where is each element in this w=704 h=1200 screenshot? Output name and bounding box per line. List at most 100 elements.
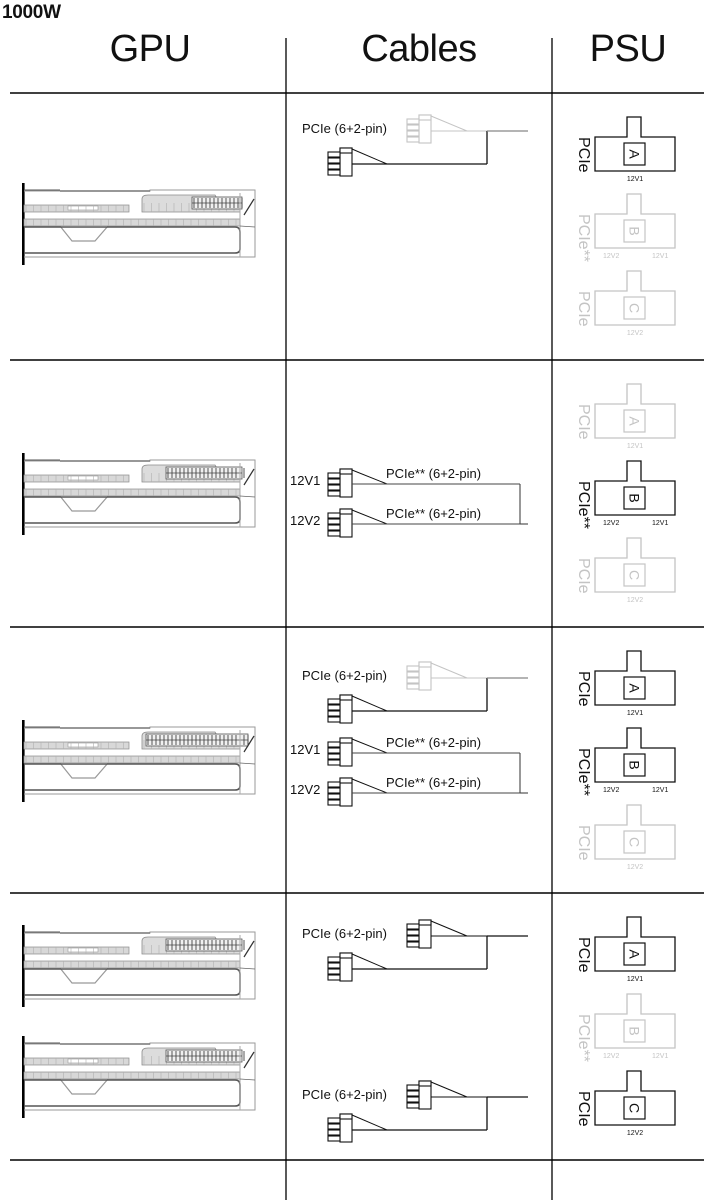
psu-connector-c: C PCIe 12V2 bbox=[575, 537, 676, 604]
split-pcie-cable: PCIe (6+2-pin) bbox=[302, 1080, 528, 1143]
psu-socket-id-box bbox=[623, 1019, 646, 1043]
psu-rail-label: 12V1 bbox=[652, 253, 668, 260]
rail-label: 12V2 bbox=[290, 513, 320, 528]
psu-connector-a: A PCIe 12V1 bbox=[575, 383, 676, 450]
psu-connector-c: C PCIe 12V2 bbox=[575, 1070, 676, 1137]
gpu-bracket bbox=[22, 183, 25, 265]
psu-connector-c: C PCIe 12V2 bbox=[575, 804, 676, 871]
psu-rail-label: 12V1 bbox=[627, 976, 643, 983]
psu-socket-letter: A bbox=[627, 949, 643, 959]
psu-rail-label: 12V1 bbox=[627, 176, 643, 183]
psu-socket-type-label: PCIe bbox=[575, 404, 592, 440]
psu-socket-type-label: PCIe bbox=[575, 825, 592, 861]
psu-socket-id-box bbox=[623, 942, 646, 966]
config-row-4: PCIe (6+2-pin)PCIe (6+2-pin)APCIe12V1BPC… bbox=[22, 916, 676, 1143]
psu-socket-letter: C bbox=[627, 837, 643, 847]
psu-socket-letter: C bbox=[627, 570, 643, 580]
split-pcie-cable: PCIe (6+2-pin) bbox=[302, 114, 528, 177]
psu-socket-letter: A bbox=[627, 149, 643, 159]
cable-label: PCIe** (6+2-pin) bbox=[386, 735, 481, 750]
gpu-bracket bbox=[22, 720, 25, 802]
psu-rail-label: 12V2 bbox=[603, 1053, 619, 1060]
gpu-card-icon bbox=[22, 453, 256, 535]
gpu-card-icon bbox=[22, 183, 256, 265]
pcie-plug-icon bbox=[327, 1113, 353, 1143]
psu-socket-id-box bbox=[623, 409, 646, 433]
psu-socket-id-box bbox=[623, 1096, 646, 1120]
column-header-gpu: GPU bbox=[109, 28, 191, 70]
psu-socket-id-box bbox=[623, 563, 646, 587]
pcie-plug-icon bbox=[406, 1080, 432, 1110]
cable-label: PCIe (6+2-pin) bbox=[302, 1087, 387, 1102]
psu-rail-label: 12V2 bbox=[627, 864, 643, 871]
column-header-psu: PSU bbox=[589, 28, 667, 70]
psu-socket-type-label: PCIe bbox=[575, 558, 592, 594]
psu-rail-label: 12V1 bbox=[652, 1053, 668, 1060]
psu-socket-type-label: PCIe bbox=[575, 937, 592, 973]
gpu-card-icon bbox=[22, 720, 256, 802]
gpu-bracket bbox=[22, 925, 25, 1007]
pcie-plug-icon bbox=[406, 114, 432, 144]
cable-label: PCIe** (6+2-pin) bbox=[386, 466, 481, 481]
psu-socket-letter: B bbox=[627, 493, 643, 502]
psu-socket-type-label: PCIe** bbox=[575, 748, 592, 796]
pcie-plug-icon bbox=[327, 952, 353, 982]
psu-rail-label: 12V2 bbox=[603, 520, 619, 527]
psu-socket-letter: C bbox=[627, 303, 643, 313]
psu-rail-label: 12V1 bbox=[627, 443, 643, 450]
rail-label: 12V2 bbox=[290, 782, 320, 797]
psu-connector-b: B PCIe** 12V2 12V1 bbox=[575, 193, 676, 262]
psu-socket-letter: B bbox=[627, 226, 643, 235]
psu-socket-id-box bbox=[623, 830, 646, 854]
pcie-plug-icon bbox=[327, 777, 353, 807]
psu-socket-type-label: PCIe bbox=[575, 291, 592, 327]
cable-label: PCIe** (6+2-pin) bbox=[386, 775, 481, 790]
psu-socket-id-box bbox=[623, 753, 646, 777]
psu-socket-type-label: PCIe bbox=[575, 671, 592, 707]
psu-socket-id-box bbox=[623, 142, 646, 166]
psu-rail-label: 12V2 bbox=[627, 330, 643, 337]
psu-rail-label: 12V2 bbox=[627, 1130, 643, 1137]
psu-socket-type-label: PCIe bbox=[575, 137, 592, 173]
pcie-plug-icon bbox=[327, 694, 353, 724]
psu-socket-type-label: PCIe** bbox=[575, 214, 592, 262]
psu-rail-label: 12V2 bbox=[603, 787, 619, 794]
rail-label: 12V1 bbox=[290, 473, 320, 488]
psu-connector-a: A PCIe 12V1 bbox=[575, 116, 676, 183]
gpu-card-icon bbox=[22, 925, 256, 1007]
psu-socket-letter: B bbox=[627, 1026, 643, 1035]
pcie-plug-icon bbox=[327, 737, 353, 767]
gpu-bracket bbox=[22, 1036, 25, 1118]
psu-socket-letter: A bbox=[627, 416, 643, 426]
rail-label: 12V1 bbox=[290, 742, 320, 757]
psu-socket-id-box bbox=[623, 219, 646, 243]
cable-label: PCIe (6+2-pin) bbox=[302, 668, 387, 683]
split-pcie-cable: PCIe (6+2-pin) bbox=[302, 661, 528, 724]
cable-label: PCIe** (6+2-pin) bbox=[386, 506, 481, 521]
psu-socket-type-label: PCIe** bbox=[575, 481, 592, 529]
wattage-title: 1000W bbox=[2, 2, 61, 23]
psu-socket-letter: A bbox=[627, 683, 643, 693]
gpu-bracket bbox=[22, 453, 25, 535]
psu-rail-label: 12V1 bbox=[652, 787, 668, 794]
column-header-cables: Cables bbox=[361, 28, 477, 70]
psu-connector-b: B PCIe** 12V2 12V1 bbox=[575, 460, 676, 529]
cable-label: PCIe (6+2-pin) bbox=[302, 121, 387, 136]
psu-socket-type-label: PCIe bbox=[575, 1091, 592, 1127]
psu-rail-label: 12V1 bbox=[652, 520, 668, 527]
pcie-plug-icon bbox=[406, 919, 432, 949]
pcie-plug-icon bbox=[327, 468, 353, 498]
gpu-card-icon bbox=[22, 1036, 256, 1118]
table-grid bbox=[10, 38, 704, 1200]
psu-rail-label: 12V2 bbox=[603, 253, 619, 260]
psu-socket-letter: C bbox=[627, 1103, 643, 1113]
psu-rail-label: 12V2 bbox=[627, 597, 643, 604]
